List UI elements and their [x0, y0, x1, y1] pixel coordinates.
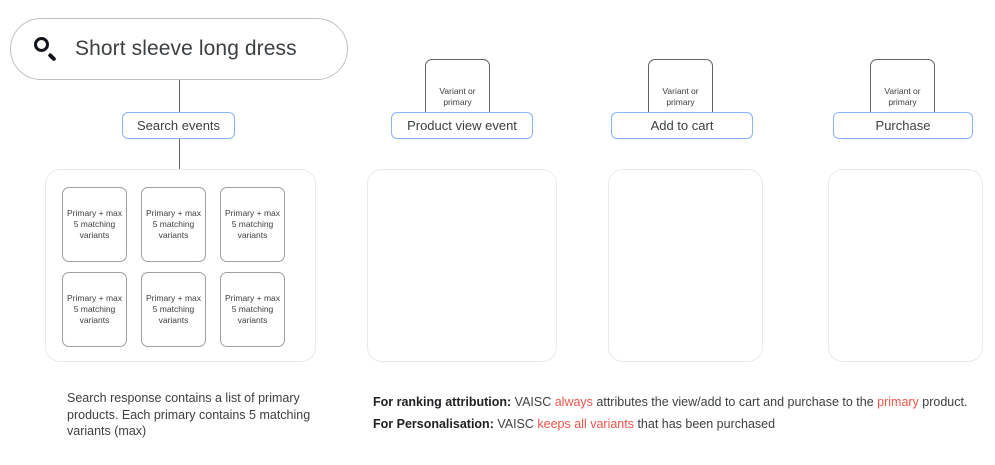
connector-line-top — [178, 80, 180, 112]
personalisation-label: For Personalisation: — [373, 417, 494, 431]
chip-product-view-event[interactable]: Product view event — [391, 112, 533, 139]
primary-product-card: Primary + max 5 matching variants — [220, 187, 285, 262]
chip-search-events[interactable]: Search events — [122, 112, 235, 139]
panel-purchase — [828, 169, 983, 362]
ranking-attribution-note: For ranking attribution: VAISC always at… — [373, 391, 988, 413]
primary-product-card: Primary + max 5 matching variants — [62, 272, 127, 347]
search-bar[interactable]: Short sleeve long dress — [10, 18, 348, 80]
search-icon — [33, 36, 59, 62]
primary-product-grid: Primary + max 5 matching variants Primar… — [62, 187, 285, 347]
panel-search-results: Primary + max 5 matching variants Primar… — [45, 169, 316, 362]
chip-purchase[interactable]: Purchase — [833, 112, 973, 139]
chip-add-to-cart[interactable]: Add to cart — [611, 112, 753, 139]
primary-product-card: Primary + max 5 matching variants — [141, 187, 206, 262]
attribution-notes: For ranking attribution: VAISC always at… — [373, 391, 988, 435]
ranking-text-part1: VAISC — [511, 395, 555, 409]
panel-product-view — [367, 169, 557, 362]
ranking-highlight-always: always — [554, 395, 593, 409]
personalisation-text-part2: that has been purchased — [633, 417, 776, 431]
primary-product-card: Primary + max 5 matching variants — [220, 272, 285, 347]
ranking-text-part2: attributes the view/add to cart and purc… — [592, 395, 878, 409]
personalisation-note: For Personalisation: VAISC keeps all var… — [373, 413, 988, 435]
connector-line-bottom — [178, 139, 180, 170]
search-query-text: Short sleeve long dress — [75, 37, 297, 60]
ranking-text-part3: product. — [918, 395, 968, 409]
primary-product-card: Primary + max 5 matching variants — [141, 272, 206, 347]
search-response-caption: Search response contains a list of prima… — [67, 391, 311, 438]
ranking-attribution-label: For ranking attribution: — [373, 395, 512, 409]
personalisation-highlight-variants: keeps all variants — [537, 417, 634, 431]
ranking-highlight-primary: primary — [877, 395, 919, 409]
panel-add-to-cart — [608, 169, 763, 362]
personalisation-text-part1: VAISC — [493, 417, 538, 431]
primary-product-card: Primary + max 5 matching variants — [62, 187, 127, 262]
